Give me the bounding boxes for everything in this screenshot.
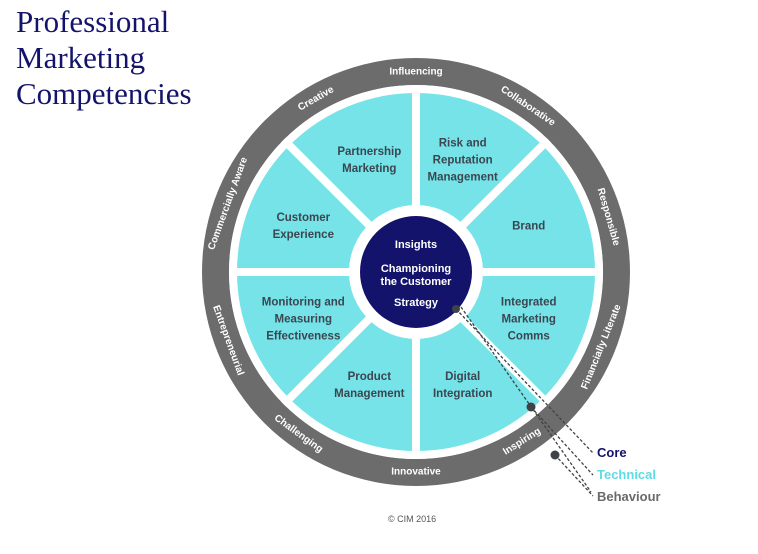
core-circle [360,216,472,328]
core-label-strategy: Strategy [394,297,439,309]
legend-technical: Technical [597,467,657,482]
technical-label: Brand [512,220,545,232]
technical-segments [228,84,604,460]
legend-leaders [455,306,594,497]
core-label-insights: Insights [395,239,437,251]
technical-marker [526,402,536,412]
title-line-1: Professional [16,4,170,39]
copyright: © CIM 2016 [388,514,437,524]
behaviour-label: Innovative [391,467,441,478]
legend-behaviour: Behaviour [597,489,661,504]
core-marker [452,305,460,313]
page-title: Professional Marketing Competencies [16,4,192,112]
title-line-2: Marketing [16,40,146,75]
title-line-3: Competencies [16,76,192,111]
behaviour-label: Influencing [389,67,442,78]
core-label-championing-1: Championing [381,263,451,275]
behaviour-marker [550,450,560,460]
core-label-championing-2: the Customer [381,276,453,288]
legend-core: Core [597,445,627,460]
